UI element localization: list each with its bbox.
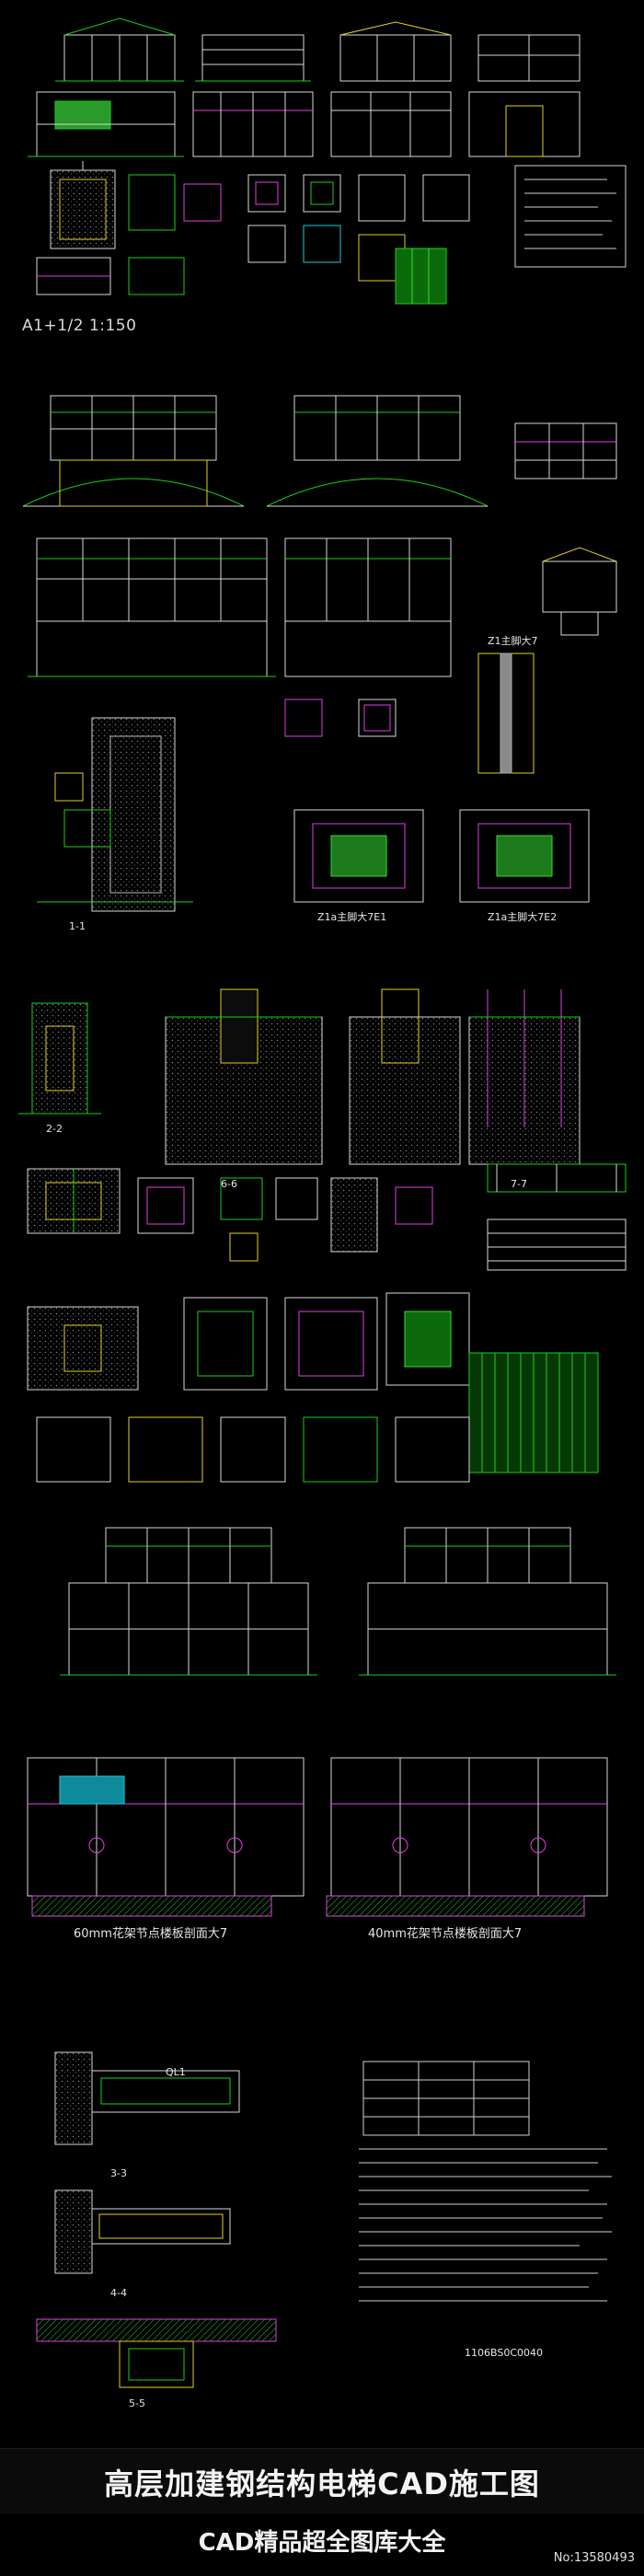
beam-sections-row9 (27, 1292, 599, 1483)
footer-bar: CAD精品超全图库大全 No:13580493 (0, 2514, 644, 2576)
general-notes-block (359, 2061, 612, 2302)
label-drawing-code: 1106BS0C0040 (465, 2347, 543, 2359)
label-sec-4-4: 4-4 (110, 2287, 127, 2299)
label-z1c: Z1主脚大7 (488, 634, 538, 647)
elevation-group-top (55, 17, 581, 82)
drawing-labels: Z1a主脚大7E1 Z1a主脚大7E2 Z1主脚大7 1-1 2-2 6-6 7… (46, 634, 557, 2409)
label-ql1: QL1 (166, 2066, 186, 2078)
frame-sections-row5 (28, 537, 617, 677)
elevation-group-2 (28, 91, 581, 157)
label-sec-3-3: 3-3 (110, 2167, 127, 2179)
label-sec-2-2: 2-2 (46, 1123, 63, 1135)
floor-plans-row11 (27, 1757, 608, 1897)
scale-note: A1+1/2 1:150 (22, 317, 137, 335)
label-z1b: Z1a主脚大7E2 (488, 910, 557, 923)
footer-title: 高层加建钢结构电梯CAD施工图 (0, 2448, 644, 2515)
label-sec-6-6: 6-6 (221, 1178, 237, 1190)
label-sec-5-5: 5-5 (129, 2397, 145, 2409)
frame-elevations-row4 (22, 395, 617, 507)
detail-cluster-3 (36, 161, 627, 305)
label-detail-60: 60mm花架节点楼板剖面大7 (74, 1926, 227, 1941)
footer-number: No:13580493 (553, 2551, 635, 2565)
label-z1a: Z1a主脚大7E1 (317, 910, 386, 923)
slab-sections-row12 (31, 1895, 585, 1917)
foundation-details-row6 (37, 653, 590, 912)
label-sec-7-7: 7-7 (511, 1178, 527, 1190)
label-sec-1-1: 1-1 (69, 920, 86, 932)
sections-row7 (18, 988, 581, 1165)
label-detail-40: 40mm花架节点楼板剖面大7 (368, 1926, 522, 1941)
cad-drawing-sheet: Z1a主脚大7E1 Z1a主脚大7E2 Z1主脚大7 1-1 2-2 6-6 7… (18, 17, 627, 2409)
connection-details-row13 (36, 2051, 277, 2388)
footer-subtitle: CAD精品超全图库大全 (198, 2529, 446, 2557)
elevations-row10 (60, 1527, 616, 1676)
beam-details-row8 (27, 1163, 627, 1271)
